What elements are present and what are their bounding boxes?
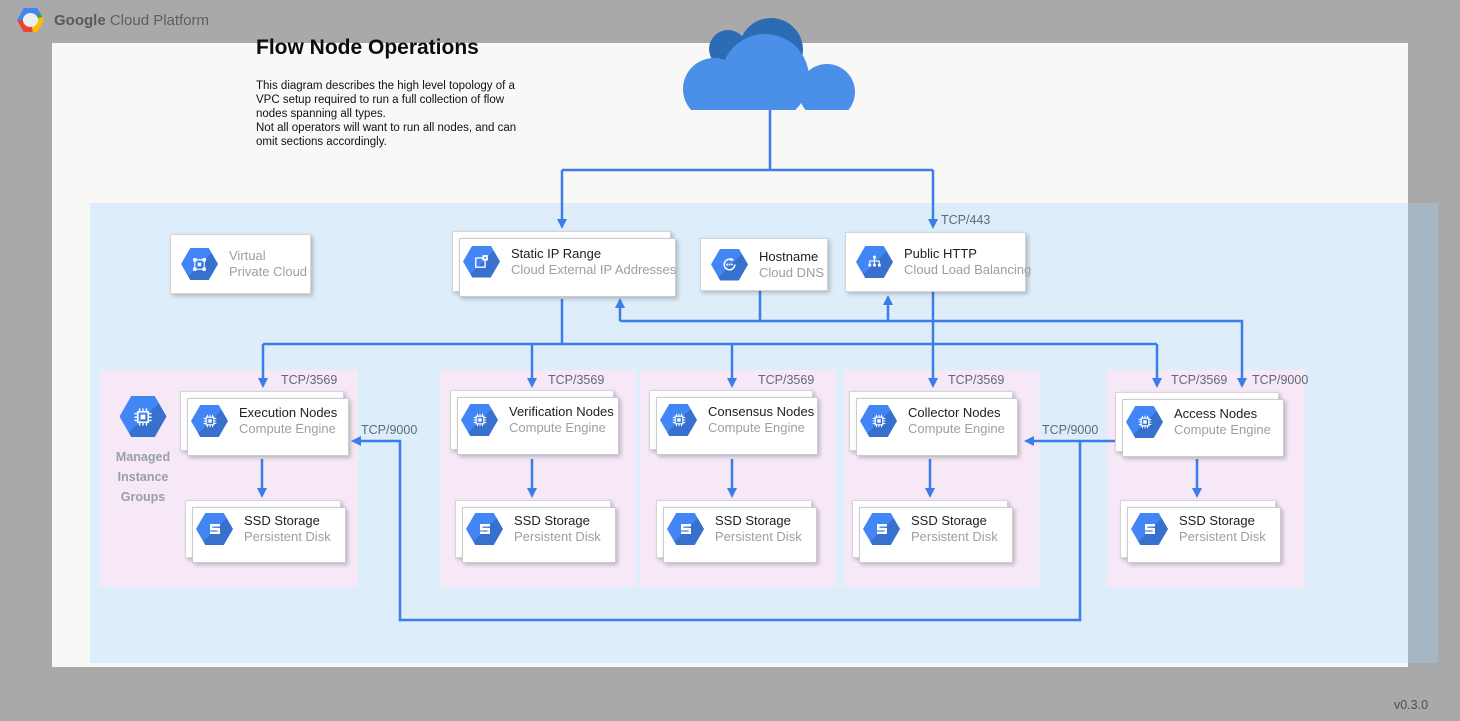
persistent-disk-icon <box>667 513 704 545</box>
verification-ssd-subtitle: Persistent Disk <box>514 529 601 544</box>
brand-text: Google Cloud Platform <box>54 12 209 29</box>
brand-google: Google <box>54 11 106 29</box>
access-nodes-title: Access Nodes <box>1174 406 1258 421</box>
card-collector-nodes: Collector Nodes Compute Engine <box>849 391 1018 456</box>
public-http-subtitle: Cloud Load Balancing <box>904 262 1032 277</box>
cloud-dns-icon <box>711 248 748 281</box>
page-description: This diagram describes the high level to… <box>256 80 517 148</box>
static-ip-title: Static IP Range <box>511 245 602 261</box>
card-access-ssd: SSD Storage Persistent Disk <box>1120 500 1281 563</box>
verification-nodes-title: Verification Nodes <box>509 404 614 419</box>
card-hostname: Hostname Cloud DNS <box>700 238 828 291</box>
port-label-tcp9000-execution: TCP/9000 <box>361 423 418 437</box>
external-ip-icon <box>463 245 500 278</box>
edge-access-loop <box>351 436 1115 622</box>
virtual-private-cloud-icon <box>181 248 218 280</box>
collector-ssd-title: SSD Storage <box>911 513 987 528</box>
port-label-tcp3569-execution: TCP/3569 <box>281 373 338 387</box>
internet-cloud-icon <box>683 18 863 110</box>
card-public-http: Public HTTP Cloud Load Balancing <box>845 232 1031 292</box>
card-verification-nodes: Verification Nodes Compute Engine <box>450 390 619 455</box>
compute-engine-icon <box>1126 406 1163 438</box>
edge-rail-a <box>620 319 1247 388</box>
vpc-label-line1: Virtual <box>229 248 266 263</box>
execution-nodes-title: Execution Nodes <box>239 405 338 420</box>
access-nodes-subtitle: Compute Engine <box>1174 422 1271 437</box>
access-ssd-title: SSD Storage <box>1179 513 1255 528</box>
persistent-disk-icon <box>1131 513 1168 545</box>
card-execution-ssd: SSD Storage Persistent Disk <box>185 500 346 563</box>
compute-engine-icon <box>860 405 897 437</box>
verification-nodes-subtitle: Compute Engine <box>509 420 606 435</box>
consensus-nodes-subtitle: Compute Engine <box>708 420 805 435</box>
cloud-load-balancing-icon <box>856 246 893 278</box>
card-execution-nodes: Execution Nodes Compute Engine <box>180 391 349 456</box>
managed-instance-groups-label: Managed Instance Groups <box>115 450 171 504</box>
card-consensus-nodes: Consensus Nodes Compute Engine <box>649 390 818 455</box>
compute-engine-icon <box>191 405 228 437</box>
card-virtual-private-cloud: Virtual Private Cloud <box>170 234 311 294</box>
collector-ssd-subtitle: Persistent Disk <box>911 529 998 544</box>
verification-ssd-title: SSD Storage <box>514 513 590 528</box>
collector-nodes-title: Collector Nodes <box>908 405 1001 420</box>
port-label-tcp3569-access: TCP/3569 <box>1171 373 1228 387</box>
page-title: Flow Node Operations <box>256 36 479 59</box>
access-ssd-subtitle: Persistent Disk <box>1179 529 1266 544</box>
port-label-tcp3569-verification: TCP/3569 <box>548 373 605 387</box>
port-label-tcp9000-collector: TCP/9000 <box>1042 423 1099 437</box>
execution-nodes-subtitle: Compute Engine <box>239 421 336 436</box>
port-label-tcp443: TCP/443 <box>941 213 991 227</box>
hostname-subtitle: Cloud DNS <box>759 264 825 280</box>
card-static-ip-range: Static IP Range Cloud External IP Addres… <box>452 231 676 297</box>
public-http-title: Public HTTP <box>904 246 977 261</box>
consensus-ssd-subtitle: Persistent Disk <box>715 529 802 544</box>
static-ip-subtitle: Cloud External IP Addresses <box>511 261 677 277</box>
hostname-title: Hostname <box>759 248 819 264</box>
card-access-nodes: Access Nodes Compute Engine <box>1115 392 1284 457</box>
execution-ssd-title: SSD Storage <box>244 513 320 528</box>
compute-engine-icon <box>660 404 697 436</box>
execution-ssd-subtitle: Persistent Disk <box>244 529 331 544</box>
persistent-disk-icon <box>196 513 233 545</box>
version-label: v0.3.0 <box>1394 698 1429 712</box>
persistent-disk-icon <box>863 513 900 545</box>
header-brand: Google Cloud Platform <box>17 8 209 32</box>
port-label-tcp9000-access: TCP/9000 <box>1252 373 1309 387</box>
card-collector-ssd: SSD Storage Persistent Disk <box>852 500 1013 563</box>
google-cloud-logo-icon <box>17 8 44 32</box>
card-consensus-ssd: SSD Storage Persistent Disk <box>656 500 817 563</box>
managed-instance-groups: Managed Instance Groups <box>98 396 188 507</box>
port-label-tcp3569-collector: TCP/3569 <box>948 373 1005 387</box>
port-label-tcp3569-consensus: TCP/3569 <box>758 373 815 387</box>
compute-engine-icon <box>461 404 498 436</box>
card-verification-ssd: SSD Storage Persistent Disk <box>455 500 616 563</box>
vpc-label-line2: Private Cloud <box>229 264 308 279</box>
persistent-disk-icon <box>466 513 503 545</box>
managed-instance-groups-icon <box>119 396 167 437</box>
brand-cloud-platform: Cloud Platform <box>109 11 210 29</box>
consensus-ssd-title: SSD Storage <box>715 513 791 528</box>
collector-nodes-subtitle: Compute Engine <box>908 421 1005 436</box>
consensus-nodes-title: Consensus Nodes <box>708 404 815 419</box>
